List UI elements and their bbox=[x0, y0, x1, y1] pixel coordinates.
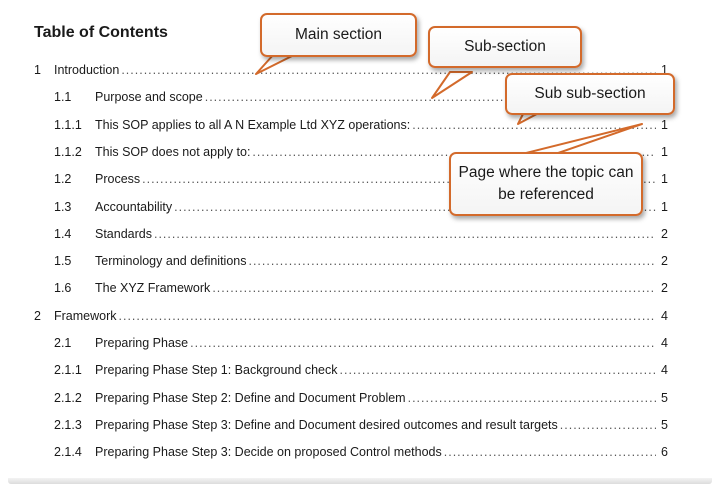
toc-entry-title: Preparing Phase Step 3: Define and Docum… bbox=[95, 417, 558, 432]
toc-entry[interactable]: 2.1.2 Preparing Phase Step 2: Define and … bbox=[0, 387, 720, 409]
toc-entry[interactable]: 2 Framework..............................… bbox=[0, 305, 720, 327]
toc-entry-page-number: 1 bbox=[661, 199, 668, 214]
toc-entry-page-number: 2 bbox=[661, 254, 668, 269]
page-reference-callout-text: Page where the topic can be referenced bbox=[458, 164, 634, 203]
toc-entry-number: 1.1.2 bbox=[54, 144, 82, 159]
toc-entry-number: 1.1.1 bbox=[54, 117, 82, 132]
toc-entry-title: The XYZ Framework bbox=[95, 281, 211, 296]
toc-entry-number: 1.5 bbox=[54, 254, 72, 269]
toc-title: Table of Contents bbox=[34, 24, 168, 41]
toc-entry-page-number: 2 bbox=[661, 226, 668, 241]
toc-entry[interactable]: 2.1.1 Preparing Phase Step 1: Background … bbox=[0, 359, 720, 381]
toc-entry-page-number: 1 bbox=[661, 117, 668, 132]
toc-entry-number: 1.3 bbox=[54, 199, 72, 214]
toc-entry-number: 1.2 bbox=[54, 172, 72, 187]
toc-entry-line: Preparing Phase Step 3: Decide on propos… bbox=[95, 441, 668, 463]
toc-entry-line: Framework...............................… bbox=[54, 305, 668, 327]
toc-entry-title: Purpose and scope bbox=[95, 90, 203, 105]
toc-entry-page-number: 1 bbox=[661, 63, 668, 77]
toc-entry-number: 2.1.2 bbox=[54, 390, 82, 405]
toc-leader-dots: ........................................… bbox=[412, 117, 656, 132]
toc-entry[interactable]: 1.1.1 This SOP applies to all A N Example… bbox=[0, 114, 720, 136]
page-reference-callout: Page where the topic can be referenced bbox=[449, 152, 643, 216]
sub-sub-section-callout-text: Sub sub-section bbox=[534, 85, 646, 102]
toc-entry-number: 1 bbox=[34, 63, 41, 77]
toc-entry-page-number: 5 bbox=[661, 417, 668, 432]
toc-leader-dots: ........................................… bbox=[190, 336, 656, 350]
toc-entry-number: 1.1 bbox=[54, 90, 72, 105]
toc-entry-title: Preparing Phase bbox=[95, 336, 189, 350]
toc-leader-dots: ........................................… bbox=[153, 226, 656, 241]
toc-entry-line: Preparing Phase Step 2: Define and Docum… bbox=[95, 387, 668, 409]
toc-entry-page-number: 5 bbox=[661, 390, 668, 405]
toc-entry-page-number: 6 bbox=[661, 445, 668, 460]
toc-entry-line: Preparing Phase Step 1: Background check… bbox=[95, 359, 668, 381]
toc-entry[interactable]: 1.4 Standards............................… bbox=[0, 223, 720, 245]
toc-entry-page-number: 1 bbox=[661, 172, 668, 187]
toc-entry-number: 2.1.4 bbox=[54, 445, 82, 460]
toc-entry[interactable]: 1.6 The XYZ Framework....................… bbox=[0, 277, 720, 299]
toc-leader-dots: ........................................… bbox=[559, 417, 656, 432]
toc-entry-line: Preparing Phase.........................… bbox=[95, 332, 668, 354]
toc-leader-dots: ........................................… bbox=[407, 390, 656, 405]
toc-entry-title: Process bbox=[95, 172, 141, 187]
toc-entry-title: Framework bbox=[54, 308, 117, 323]
toc-entry-title: Terminology and definitions bbox=[95, 254, 247, 269]
page-edge-shadow bbox=[8, 478, 712, 484]
toc-entry-line: Terminology and definitions.............… bbox=[95, 250, 668, 272]
toc-entry-title: This SOP applies to all A N Example Ltd … bbox=[95, 117, 411, 132]
toc-entry[interactable]: 1.5 Terminology and definitions..........… bbox=[0, 250, 720, 272]
toc-entry-title: Standards bbox=[95, 226, 152, 241]
toc-entry-title: Accountability bbox=[95, 199, 173, 214]
sub-section-callout: Sub-section bbox=[428, 26, 582, 68]
toc-entry[interactable]: 2.1 Preparing Phase......................… bbox=[0, 332, 720, 354]
main-section-callout: Main section bbox=[260, 13, 417, 57]
toc-entry-line: This SOP applies to all A N Example Ltd … bbox=[95, 114, 668, 136]
toc-entry-page-number: 2 bbox=[661, 281, 668, 296]
toc-entry[interactable]: 2.1.4 Preparing Phase Step 3: Decide on p… bbox=[0, 441, 720, 463]
toc-leader-dots: ........................................… bbox=[118, 308, 656, 323]
toc-entry-page-number: 4 bbox=[661, 336, 668, 350]
toc-entry-number: 2 bbox=[34, 308, 41, 323]
toc-entry-title: This SOP does not apply to: bbox=[95, 144, 251, 159]
toc-entry-page-number: 4 bbox=[661, 308, 668, 323]
toc-entry-line: The XYZ Framework.......................… bbox=[95, 277, 668, 299]
toc-leader-dots: ........................................… bbox=[212, 281, 656, 296]
main-section-callout-text: Main section bbox=[294, 26, 382, 43]
toc-entry-page-number: 1 bbox=[661, 144, 668, 159]
toc-entry-number: 2.1.3 bbox=[54, 417, 82, 432]
toc-leader-dots: ........................................… bbox=[248, 254, 656, 269]
toc-entry-number: 2.1 bbox=[54, 336, 72, 350]
sub-sub-section-callout: Sub sub-section bbox=[505, 73, 675, 115]
toc-entry-line: Standards...............................… bbox=[95, 223, 668, 245]
toc-entry-number: 1.4 bbox=[54, 226, 72, 241]
toc-entry-title: Preparing Phase Step 3: Decide on propos… bbox=[95, 445, 442, 460]
toc-entry-number: 2.1.1 bbox=[54, 363, 82, 378]
toc-entry-page-number: 4 bbox=[661, 363, 668, 378]
toc-entry[interactable]: 2.1.3 Preparing Phase Step 3: Define and … bbox=[0, 414, 720, 436]
sub-section-callout-text: Sub-section bbox=[464, 38, 546, 55]
toc-entry-line: Preparing Phase Step 3: Define and Docum… bbox=[95, 414, 668, 436]
toc-leader-dots: ........................................… bbox=[443, 445, 656, 460]
toc-entry-title: Preparing Phase Step 2: Define and Docum… bbox=[95, 390, 406, 405]
toc-leader-dots: ........................................… bbox=[339, 363, 656, 378]
toc-entry-title: Introduction bbox=[54, 63, 120, 77]
toc-entry-title: Preparing Phase Step 1: Background check bbox=[95, 363, 338, 378]
toc-entry-number: 1.6 bbox=[54, 281, 72, 296]
